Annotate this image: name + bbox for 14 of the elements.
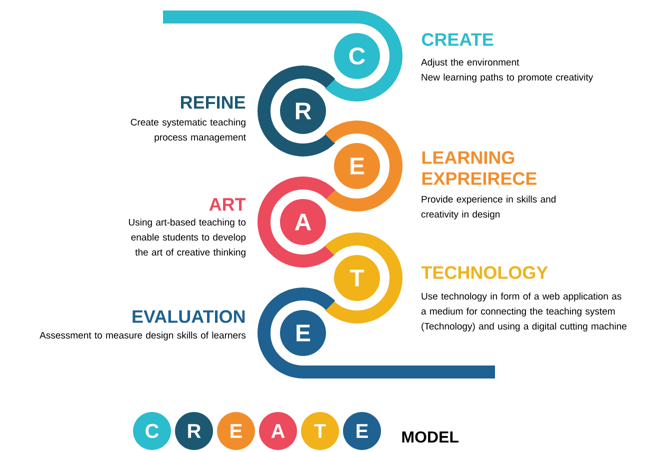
description: Using art-based teaching to enable students to develop the art of creative thinking — [128, 218, 246, 258]
description: Create systematic teaching process management — [130, 118, 246, 142]
heading: LEARNING EXPREIRECE — [422, 151, 537, 185]
description: Assessment to measure design skills of learners — [40, 332, 246, 340]
heading: TECHNOLOGY — [421, 266, 548, 279]
description: Adjust the environment — [421, 58, 520, 68]
heading: EVALUATION — [132, 310, 245, 323]
heading: REFINE — [181, 96, 246, 109]
description: New learning paths to promote creativity — [422, 74, 594, 82]
model-label: MODEL — [402, 431, 458, 443]
description: Use technology in form of a web application as a medium for connecting the teaching system (Technology) and using a digital cutting machine — [421, 292, 626, 332]
description: Provide experience in skills and creativity in design — [421, 196, 556, 220]
heading: CREATE — [422, 33, 494, 46]
heading: ART — [209, 198, 246, 211]
